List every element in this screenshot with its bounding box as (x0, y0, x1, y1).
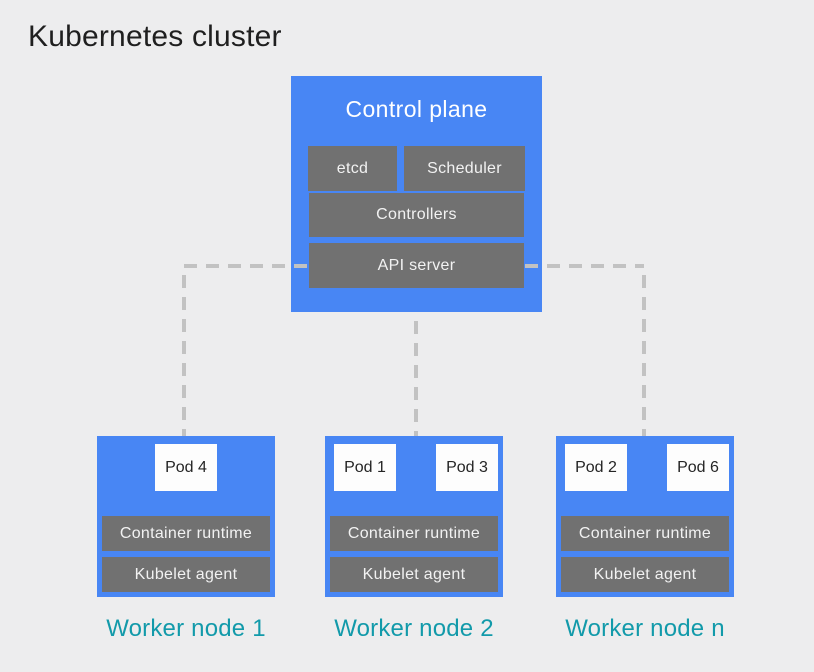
kubelet-agent-box: Kubelet agent (330, 557, 498, 592)
container-runtime-box: Container runtime (102, 516, 270, 551)
container-runtime-box: Container runtime (561, 516, 729, 551)
pod-2-box: Pod 2 (565, 444, 627, 491)
container-runtime-box: Container runtime (330, 516, 498, 551)
controllers-box: Controllers (309, 193, 524, 237)
worker-node-2-box: Pod 1 Pod 3 Container runtime Kubelet ag… (325, 436, 503, 597)
pod-3-box: Pod 3 (436, 444, 498, 491)
worker-node-n-label: Worker node n (565, 615, 725, 642)
etcd-box: etcd (308, 146, 397, 191)
diagram-title: Kubernetes cluster (28, 20, 282, 53)
control-plane-box: Control plane etcd Scheduler Controllers… (291, 76, 542, 312)
scheduler-box: Scheduler (404, 146, 525, 191)
pod-6-box: Pod 6 (667, 444, 729, 491)
pod-1-box: Pod 1 (334, 444, 396, 491)
worker-node-2-label: Worker node 2 (334, 615, 494, 642)
worker-node-1-label: Worker node 1 (106, 615, 266, 642)
api-server-box: API server (309, 243, 524, 288)
pod-4-box: Pod 4 (155, 444, 217, 491)
kubelet-agent-box: Kubelet agent (561, 557, 729, 592)
worker-node-n-box: Pod 2 Pod 6 Container runtime Kubelet ag… (556, 436, 734, 597)
worker-node-1-box: Pod 4 Container runtime Kubelet agent (97, 436, 275, 597)
kubelet-agent-box: Kubelet agent (102, 557, 270, 592)
control-plane-title: Control plane (345, 96, 488, 122)
